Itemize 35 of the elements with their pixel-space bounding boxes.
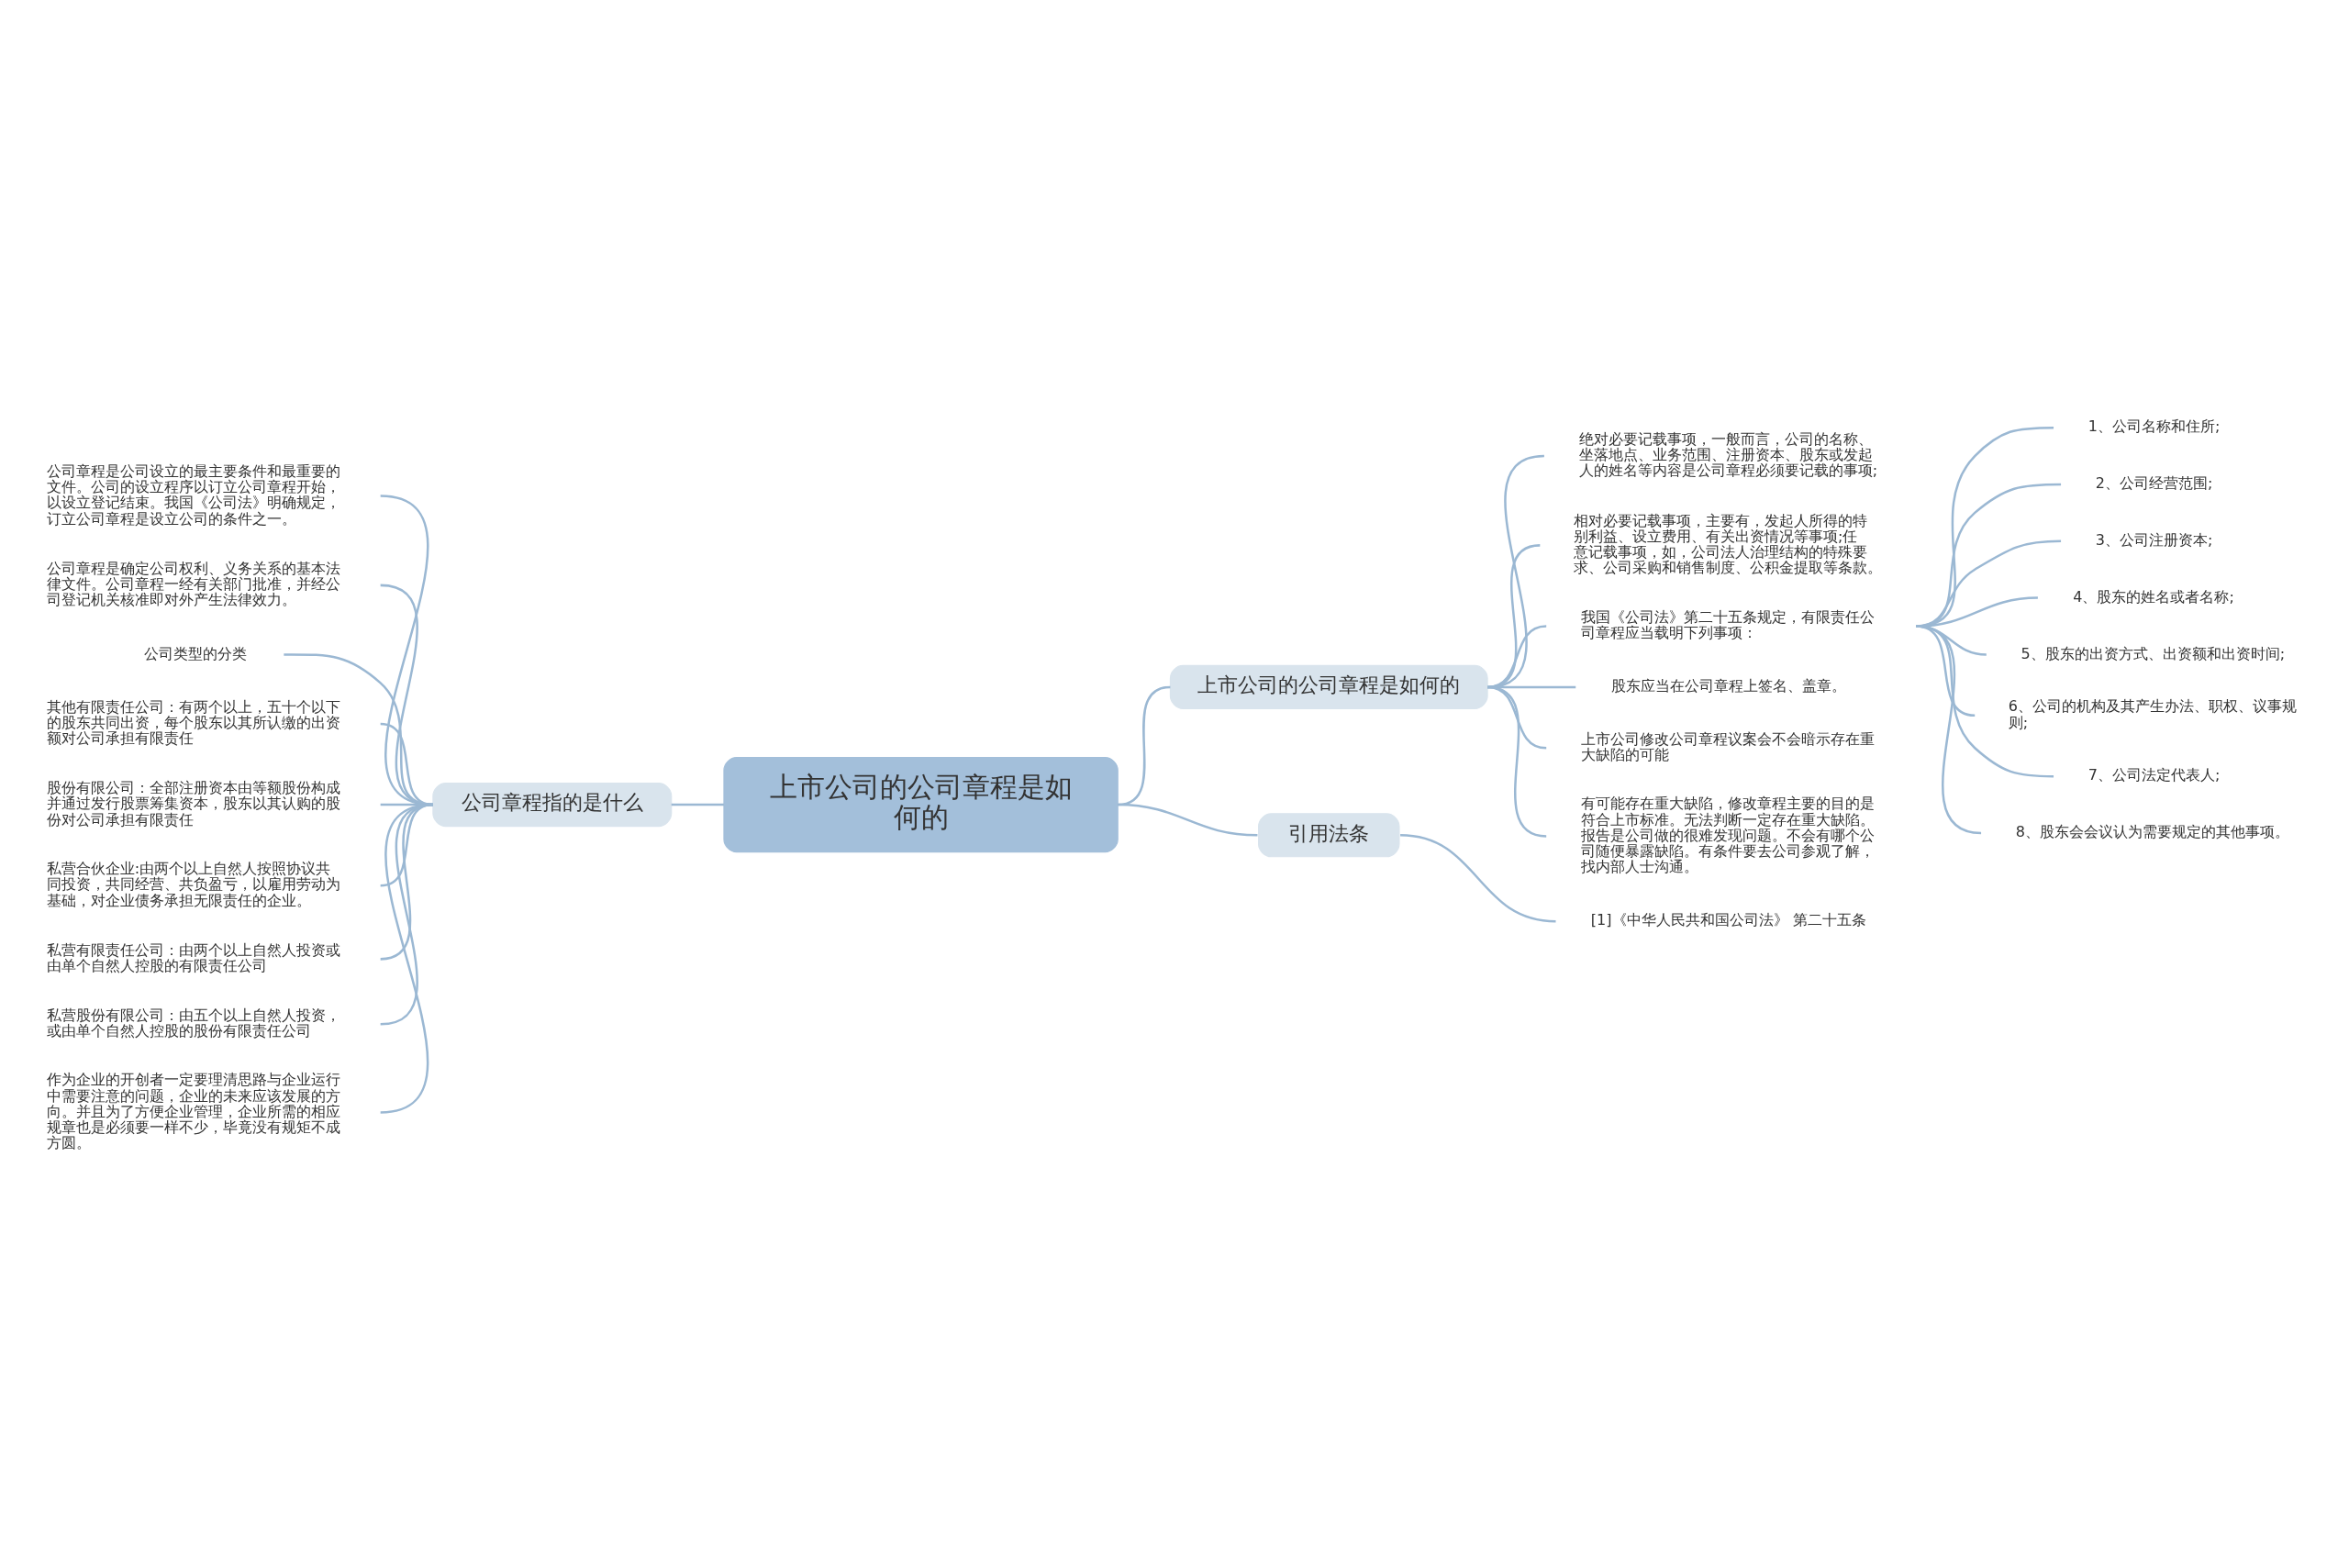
node-text: 其他有限责任公司：有两个以上，五十个以下的股东共同出资，每个股东以其所认缴的出资额对公司承担有限责任	[46, 698, 340, 748]
node-box: 上市公司的公司章程是如何的	[723, 757, 1119, 853]
node-text: 私营合伙企业:由两个以上自然人按照协议共同投资，共同经营、共负盈亏，以雇用劳动为基础，对企业债务承担无限责任的企业。	[46, 860, 340, 909]
node-text: 3、公司注册资本;	[2095, 531, 2213, 550]
node-text: 1、公司名称和住所;	[2087, 417, 2221, 436]
node-text: 上市公司修改公司章程议案会不会暗示存在重大缺陷的可能	[1580, 729, 1875, 764]
node-text: 有可能存在重大缺陷，修改章程主要的目的是符合上市标准。无法判断一定存在重大缺陷。报告是公司做的很难发现问题。不会有哪个公司随便暴露缺陷。有条件要去公司参观了解，找内部人士沟通。	[1580, 795, 1875, 876]
node-text: 私营有限责任公司：由两个以上自然人投资或由单个自然人控股的有限责任公司	[46, 941, 340, 975]
node-text: 股东应当在公司章程上签名、盖章。	[1610, 677, 1846, 695]
node-text: 6、公司的机构及其产生办法、职权、议事规则;	[2008, 697, 2298, 731]
node-text: 4、股东的姓名或者名称;	[2073, 587, 2234, 606]
node-text: 2、公司经营范围;	[2095, 474, 2213, 493]
node-text: [1]《中华人民共和国公司法》 第二十五条	[1590, 911, 1866, 929]
node-text: 5、股东的出资方式、出资额和出资时间;	[2021, 644, 2286, 662]
connector	[671, 803, 724, 806]
connector	[1915, 625, 1982, 835]
node-text: 作为企业的开创者一定要理清思路与企业运行中需要注意的问题，企业的未来应该发展的方向。并且为了方便企业管理，企业所需的相应规章也是必须要一样不少，毕竟没有规矩不成方圆。	[46, 1071, 340, 1152]
node-box: 引用法条	[1258, 813, 1400, 858]
node-text: 相对必要记载事项，主要有，发起人所得的特别利益、设立费用、有关出资情况等事项;任意记载事项，如，公司法人治理结构的特殊要求、公司采购和销售制度、公积金提取等条款。	[1573, 511, 1882, 577]
connector	[1486, 454, 1545, 689]
node-text: 私营股份有限公司：由五个以上自然人投资，或由单个自然人控股的股份有限责任公司	[46, 1006, 340, 1040]
node-text: 公司章程是公司设立的最主要条件和最重要的文件。公司的设立程序以订立公司章程开始，以设立登记结束。我国《公司法》明确规定，订立公司章程是设立公司的条件之一。	[46, 462, 340, 528]
connector	[1486, 685, 1547, 838]
node-text: 7、公司法定代表人;	[2087, 766, 2221, 784]
connector	[1400, 834, 1556, 923]
node-text: 股份有限公司：全部注册资本由等额股份构成并通过发行股票筹集资本，股东以其认购的股份对公司承担有限责任	[46, 779, 340, 828]
node-box: 公司章程指的是什么	[432, 783, 673, 828]
node-text: 公司类型的分类	[144, 644, 248, 662]
node-box: 上市公司的公司章程是如何的	[1169, 664, 1488, 709]
node-text: 我国《公司法》第二十五条规定，有限责任公司章程应当载明下列事项：	[1580, 608, 1875, 642]
connector	[1486, 625, 1547, 689]
connector	[1118, 803, 1258, 837]
node-text: 8、股东会会议认为需要规定的其他事项。	[2015, 823, 2290, 841]
node-text: 绝对必要记载事项，一般而言，公司的名称、坐落地点、业务范围、注册资本、股东或发起人的姓名等内容是公司章程必须要记载的事项;	[1578, 430, 1878, 480]
node-text: 公司章程是确定公司权利、义务关系的基本法律文件。公司章程一经有关部门批准，并经公司登记机关核准即对外产生法律效力。	[46, 559, 340, 609]
